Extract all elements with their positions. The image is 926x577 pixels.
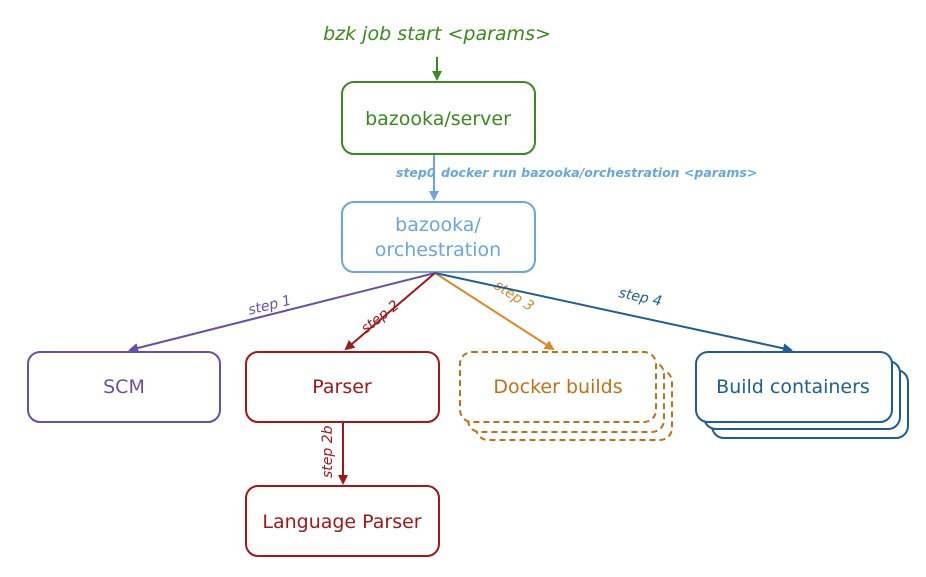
node-orchestration: bazooka/ orchestration xyxy=(341,201,536,273)
node-build-containers: Build containers xyxy=(695,351,909,439)
edge-step4-label: step 4 xyxy=(617,285,663,310)
edge-step0-command: docker run bazooka/orchestration <params… xyxy=(441,165,757,180)
node-scm: SCM xyxy=(27,351,221,423)
node-server: bazooka/server xyxy=(341,81,536,155)
node-parser: Parser xyxy=(245,351,440,423)
arrow-step3 xyxy=(434,272,555,351)
node-orchestration-line1: bazooka/ xyxy=(395,214,481,236)
node-docker-builds-label: Docker builds xyxy=(493,376,622,398)
node-orchestration-line2: orchestration xyxy=(375,239,501,261)
node-language-parser: Language Parser xyxy=(245,485,440,557)
edge-step3-label: step 3 xyxy=(491,278,536,315)
node-docker-builds: Docker builds xyxy=(459,351,673,441)
edge-step2b-label: step 2b xyxy=(320,425,336,478)
command-text: bzk job start <params> xyxy=(323,23,551,45)
edge-step2-label: step 2 xyxy=(358,297,402,337)
node-language-parser-label: Language Parser xyxy=(262,511,421,533)
edge-step0-label: step0 xyxy=(396,165,436,180)
arrow-step1 xyxy=(128,272,436,353)
node-parser-label: Parser xyxy=(312,376,372,398)
node-scm-label: SCM xyxy=(103,376,145,398)
arrow-step2 xyxy=(344,272,436,351)
node-server-label: bazooka/server xyxy=(365,108,511,130)
node-build-containers-label: Build containers xyxy=(716,376,870,398)
arrow-step4 xyxy=(434,272,793,354)
